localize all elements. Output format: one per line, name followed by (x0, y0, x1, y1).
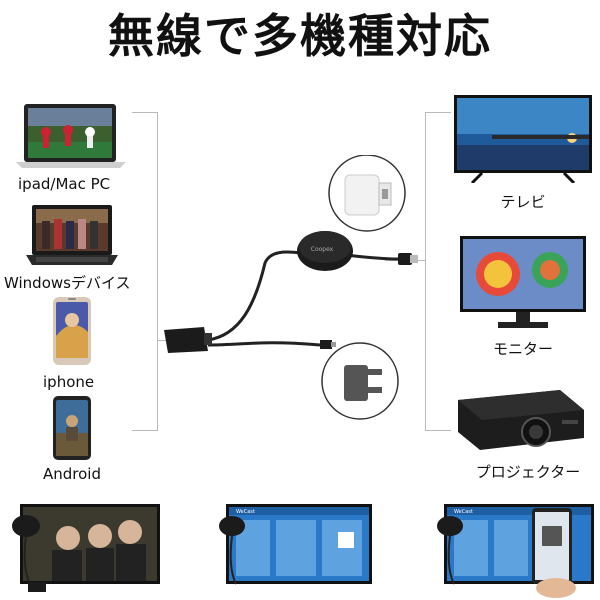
iphone-icon (52, 296, 92, 366)
laptop-icon (16, 102, 126, 170)
device-brand: Coopex (311, 246, 334, 253)
usage-example-phone-mirroring: WeCast (432, 498, 598, 600)
right-bracket-line (425, 430, 451, 431)
page-title: 無線で多機種対応 (108, 9, 492, 63)
usage-app-title: WeCast (236, 509, 255, 515)
plug-adapter-icon (321, 342, 399, 420)
right-bracket-line (425, 112, 451, 113)
dongle-assembly: Coopex (160, 155, 420, 435)
left-bracket-line (132, 430, 158, 431)
usage-example-app-screen: WeCast (214, 498, 374, 598)
hdmi-connector-icon (164, 327, 212, 353)
monitor-icon (458, 234, 588, 334)
display-label-tv: テレビ (500, 193, 546, 211)
left-bracket-line (157, 112, 158, 430)
source-label-mac: ipad/Mac PC (18, 175, 111, 193)
android-phone-icon (52, 395, 92, 461)
display-label-monitor: モニター (492, 340, 553, 358)
source-label-windows: Windowsデバイス (4, 274, 131, 292)
windows-laptop-icon (26, 203, 118, 273)
right-bracket-line (425, 112, 426, 430)
usage-app-title: WeCast (454, 509, 473, 515)
source-label-iphone: iphone (43, 373, 95, 391)
usb-power-adapter-icon (328, 155, 406, 232)
tv-icon (452, 93, 594, 183)
dongle-receiver-icon: Coopex (297, 231, 353, 271)
left-bracket-line (132, 112, 158, 113)
source-label-android: Android (43, 465, 101, 483)
display-label-projector: プロジェクター (475, 463, 581, 481)
left-connector-line (157, 340, 169, 341)
projector-icon (450, 380, 590, 460)
usage-example-movie (8, 498, 160, 598)
